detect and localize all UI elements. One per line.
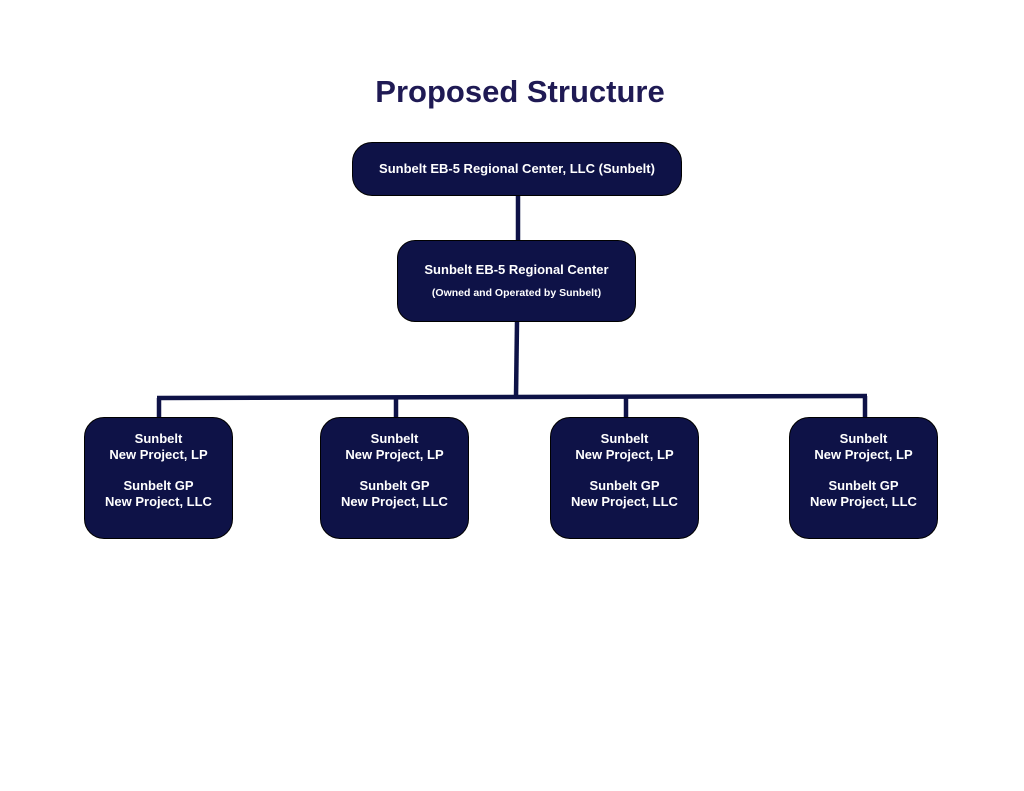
middle-entity-label: Sunbelt EB-5 Regional Center (424, 262, 609, 277)
project-entity-box: Sunbelt New Project, LP Sunbelt GP New P… (789, 417, 938, 539)
lp-name-line1: Sunbelt (370, 431, 419, 446)
lp-name-line1: Sunbelt (134, 431, 183, 446)
lp-name-line2: New Project, LP (109, 447, 208, 462)
gp-name-line2: New Project, LLC (105, 494, 212, 509)
project-entity-box: Sunbelt New Project, LP Sunbelt GP New P… (320, 417, 469, 539)
project-entity-box: Sunbelt New Project, LP Sunbelt GP New P… (550, 417, 699, 539)
middle-entity-box: Sunbelt EB-5 Regional Center (Owned and … (397, 240, 636, 322)
connector-horizontal-bus (156, 393, 868, 401)
lp-name-line1: Sunbelt (600, 431, 649, 446)
connector-middle-to-bus (513, 321, 520, 398)
gp-name-line1: Sunbelt GP (589, 478, 660, 493)
gp-name-line2: New Project, LLC (341, 494, 448, 509)
top-entity-box: Sunbelt EB-5 Regional Center, LLC (Sunbe… (352, 142, 682, 196)
gp-name-line1: Sunbelt GP (123, 478, 194, 493)
gp-name-line1: Sunbelt GP (828, 478, 899, 493)
lp-name-line2: New Project, LP (575, 447, 674, 462)
top-entity-label: Sunbelt EB-5 Regional Center, LLC (Sunbe… (379, 161, 655, 176)
gp-name-line2: New Project, LLC (810, 494, 917, 509)
lp-name-line2: New Project, LP (814, 447, 913, 462)
project-entity-box: Sunbelt New Project, LP Sunbelt GP New P… (84, 417, 233, 539)
lp-name-line1: Sunbelt (839, 431, 888, 446)
gp-name-line1: Sunbelt GP (359, 478, 430, 493)
gp-name-line2: New Project, LLC (571, 494, 678, 509)
lp-name-line2: New Project, LP (345, 447, 444, 462)
middle-entity-sublabel: (Owned and Operated by Sunbelt) (431, 287, 602, 299)
chart-title: Proposed Structure (375, 74, 665, 109)
